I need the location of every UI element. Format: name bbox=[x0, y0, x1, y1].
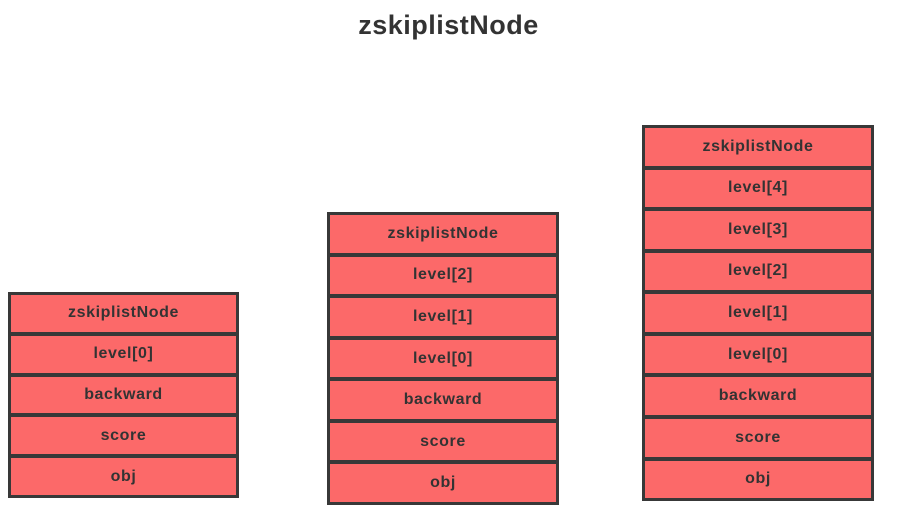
table-row-backward: backward bbox=[645, 377, 871, 419]
table-row-score: score bbox=[645, 419, 871, 461]
table-row-obj: obj bbox=[110, 467, 137, 485]
zskiplistnode-1-level-table: zskiplistNode level[0] backward score ob… bbox=[8, 292, 239, 498]
table-row-obj: obj bbox=[745, 470, 771, 488]
table-row-level-1: level[1] bbox=[330, 298, 556, 340]
table-row-score: score bbox=[330, 423, 556, 465]
table-row-level-0: level[0] bbox=[11, 336, 236, 377]
table-row-level-1: level[1] bbox=[645, 294, 871, 336]
table-row-level-2: level[2] bbox=[645, 253, 871, 295]
table-row-backward: backward bbox=[11, 377, 236, 418]
table-row-level-0: level[0] bbox=[330, 340, 556, 382]
zskiplistnode-5-level-table: zskiplistNode level[4] level[3] level[2]… bbox=[642, 125, 874, 501]
diagram-title: zskiplistNode bbox=[358, 10, 539, 40]
table-row-level-4: level[4] bbox=[645, 170, 871, 212]
zskiplistnode-3-level-table: zskiplistNode level[2] level[1] level[0]… bbox=[327, 212, 559, 505]
table-row-level-2: level[2] bbox=[330, 257, 556, 299]
table-row-backward: backward bbox=[330, 381, 556, 423]
table-header-row: zskiplistNode bbox=[645, 128, 871, 170]
table-row-score: score bbox=[11, 417, 236, 459]
table-row-obj: obj bbox=[430, 474, 456, 492]
table-row-level-0: level[0] bbox=[645, 336, 871, 378]
table-header-row: zskiplistNode bbox=[11, 295, 236, 336]
table-header-row: zskiplistNode bbox=[330, 215, 556, 257]
table-row-level-3: level[3] bbox=[645, 211, 871, 253]
